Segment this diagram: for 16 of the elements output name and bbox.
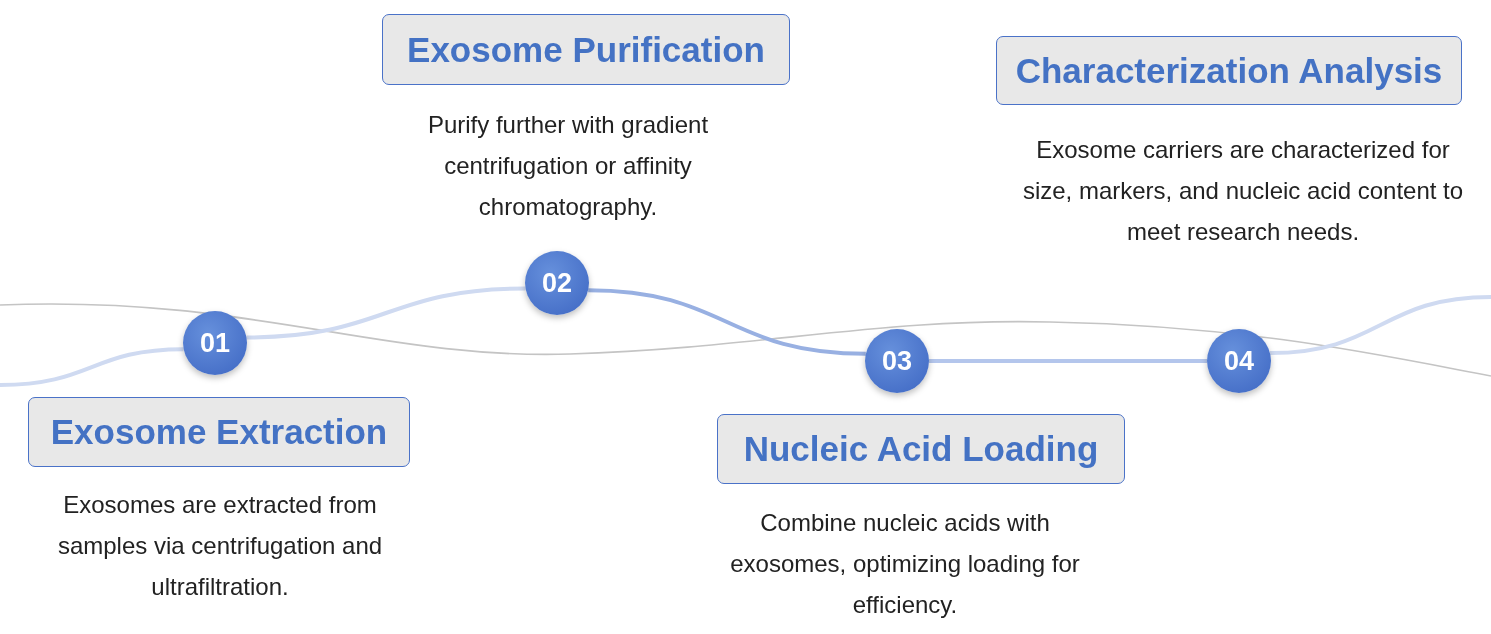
step-description: Purify further with gradient centrifugation or affinity chromatography.	[426, 110, 710, 222]
connector-line	[246, 286, 526, 340]
step-description: Exosome carriers are characterized for size, markers, and nucleic acid content to meet research needs.	[1021, 135, 1465, 247]
step-number-circle: 02	[525, 251, 589, 315]
connector-line	[1269, 295, 1491, 356]
step-number-circle: 03	[865, 329, 929, 393]
step-description: Combine nucleic acids with exosomes, optimizing loading for efficiency.	[729, 508, 1081, 620]
step-title-box: Nucleic Acid Loading	[717, 414, 1125, 484]
step-title-box: Exosome Purification	[382, 14, 790, 85]
step-number-circle: 01	[183, 311, 247, 375]
step-title-box: Exosome Extraction	[28, 397, 410, 467]
connector-line	[588, 288, 866, 356]
connector-line	[0, 347, 184, 387]
step-title-box: Characterization Analysis	[996, 36, 1462, 105]
step-number-circle: 04	[1207, 329, 1271, 393]
step-description: Exosomes are extracted from samples via centrifugation and ultrafiltration.	[56, 490, 384, 602]
